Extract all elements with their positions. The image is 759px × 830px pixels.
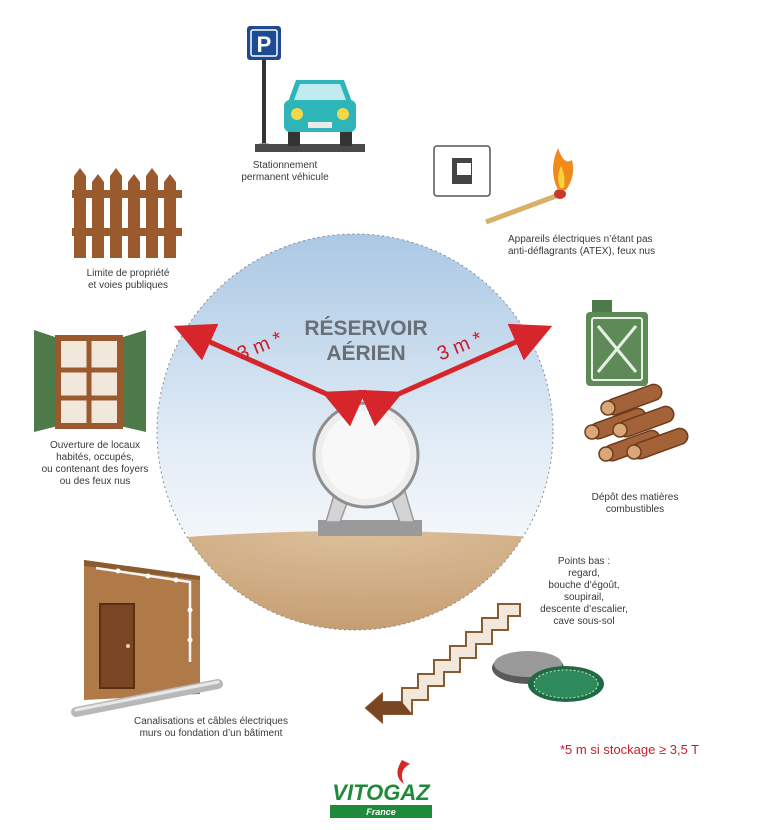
- distance-arrow-right: [358, 323, 553, 427]
- jerrycan-icon: [586, 300, 648, 386]
- wood-logs-icon: [584, 383, 689, 462]
- label-electrical: Appareils électriques n’étant pas anti-d…: [508, 234, 656, 257]
- manhole-icon: [492, 651, 604, 702]
- parking-sign-icon: P: [247, 26, 281, 149]
- label-combustibles: Dépôt des matières combustibles: [591, 492, 679, 515]
- vitogaz-logo: VITOGAZ France: [330, 760, 432, 818]
- fence-icon: [72, 168, 182, 258]
- footnote: *5 m si stockage ≥ 3,5 T: [560, 742, 700, 757]
- window-icon: [34, 330, 146, 432]
- tank-title-line2: AÉRIEN: [326, 342, 405, 365]
- label-low-points: Points bas : regard, bouche d’égoût, sou…: [540, 556, 628, 627]
- logo-sub: France: [366, 807, 396, 817]
- label-cables: Canalisations et câbles électriques murs…: [134, 716, 288, 739]
- tank-title-line1: RÉSERVOIR: [304, 317, 427, 340]
- parking-sign-letter: P: [257, 32, 272, 57]
- pipe-icon: [71, 679, 223, 717]
- car-icon: [255, 80, 365, 152]
- label-parking: Stationnement permanent véhicule: [241, 160, 329, 183]
- label-property: Limite de propriété et voies publiques: [86, 268, 170, 291]
- distance-arrow-left: [173, 323, 367, 427]
- building-wall-icon: [84, 560, 200, 700]
- label-openings: Ouverture de locaux habités, occupés, ou…: [41, 440, 149, 487]
- stairs-icon: [364, 603, 521, 725]
- electrical-outlet-icon: [433, 145, 491, 197]
- lit-match-icon: [485, 148, 574, 225]
- logo-name: VITOGAZ: [332, 780, 431, 805]
